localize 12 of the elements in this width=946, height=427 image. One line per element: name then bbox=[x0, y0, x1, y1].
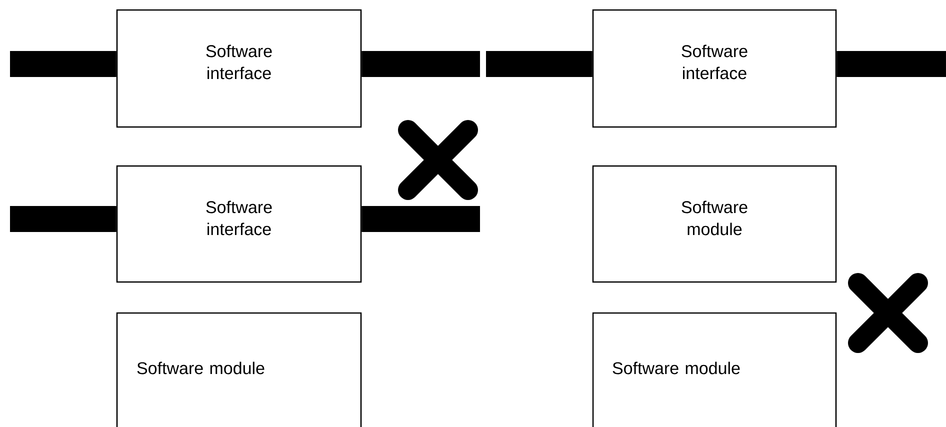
connector-bar bbox=[836, 50, 946, 77]
connector-bar bbox=[10, 50, 116, 77]
text-box: Software interface bbox=[116, 9, 362, 128]
text-box: Software module bbox=[592, 165, 837, 283]
text-box: Software module bbox=[592, 312, 837, 427]
text-box: Software interface bbox=[592, 9, 837, 128]
text-box: Software module bbox=[116, 312, 362, 427]
connector-bar bbox=[10, 206, 116, 232]
text-box: Software interface bbox=[116, 165, 362, 283]
connector-bar bbox=[486, 50, 592, 77]
connector-bar bbox=[362, 50, 480, 77]
connector-bar bbox=[362, 206, 480, 232]
